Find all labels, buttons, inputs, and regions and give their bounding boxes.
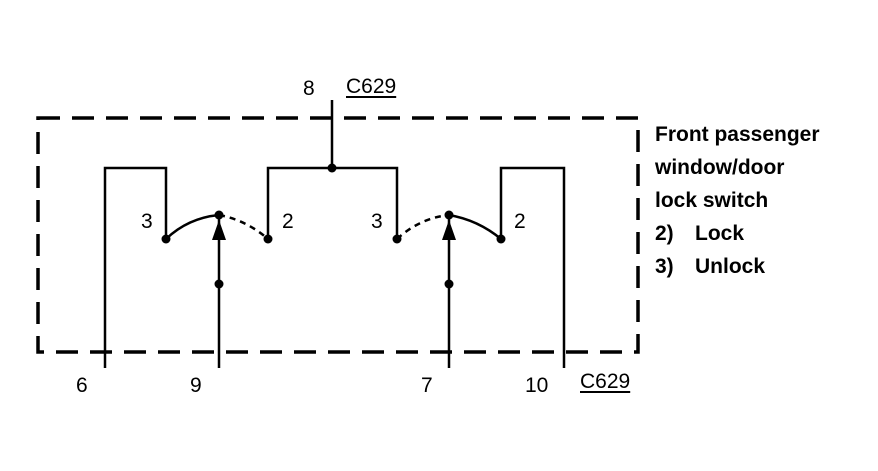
switch-boundary xyxy=(36,116,640,354)
right-switch xyxy=(396,166,566,352)
pin-label-9: 9 xyxy=(190,374,202,397)
right-switch-arrow xyxy=(442,220,456,240)
terminal-label-left-3: 3 xyxy=(141,210,153,233)
connector-id-top: C629 xyxy=(346,75,397,98)
legend-item-unlock-text: Unlock xyxy=(695,255,766,278)
bottom-pin-stubs xyxy=(103,352,566,368)
right-contact-2 xyxy=(496,234,506,244)
pin-label-8: 8 xyxy=(303,77,315,100)
legend-item-unlock: 3) Unlock xyxy=(655,250,820,283)
left-mid-node xyxy=(214,279,224,289)
left-switch xyxy=(103,166,269,352)
legend-item-lock-text: Lock xyxy=(695,222,745,245)
legend-item-lock: 2) Lock xyxy=(655,217,820,250)
terminal-label-left-2: 2 xyxy=(282,210,294,233)
pin-label-7: 7 xyxy=(421,374,433,397)
terminal-label-right-2: 2 xyxy=(514,210,526,233)
right-contact-3 xyxy=(392,234,402,244)
legend-item-lock-num: 2) xyxy=(655,222,674,245)
connector-id-bottom: C629 xyxy=(580,370,631,393)
left-contact-2 xyxy=(263,234,273,244)
left-switch-arrow xyxy=(212,220,226,240)
left-switch-pivot xyxy=(214,210,224,220)
pin-label-6: 6 xyxy=(76,374,88,397)
terminal-label-right-3: 3 xyxy=(371,210,383,233)
legend-title-line-2: window/door xyxy=(655,156,785,179)
pin-label-10: 10 xyxy=(525,374,549,397)
splice-node xyxy=(327,163,337,173)
right-switch-pivot xyxy=(444,210,454,220)
right-mid-node xyxy=(444,279,454,289)
left-contact-3 xyxy=(161,234,171,244)
legend-title-line-3: lock switch xyxy=(655,189,769,212)
component-legend: Front passenger window/door lock switch … xyxy=(655,118,820,283)
legend-title-line-1: Front passenger xyxy=(655,123,820,146)
legend-item-unlock-num: 3) xyxy=(655,255,674,278)
